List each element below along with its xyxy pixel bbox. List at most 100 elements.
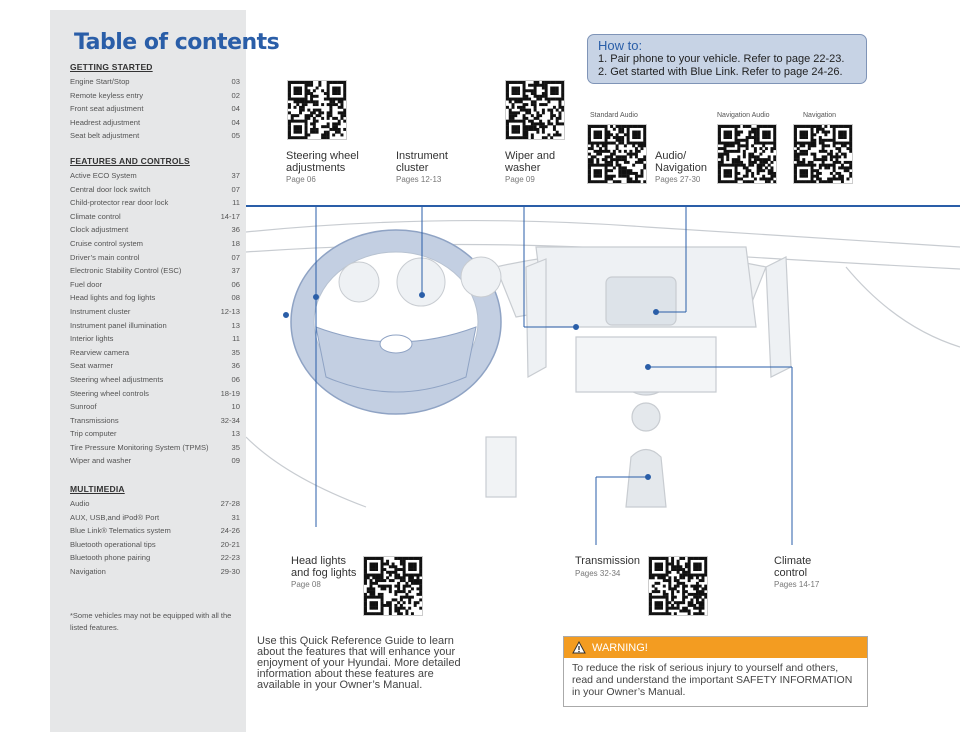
callout-page: Pages 14-17 bbox=[774, 580, 820, 589]
toc-item-page: 02 bbox=[231, 90, 240, 100]
toc-item-label: Headrest adjustment bbox=[70, 117, 141, 127]
toc-item-page: 13 bbox=[231, 429, 240, 439]
toc-item-page: 09 bbox=[231, 456, 240, 466]
toc-item-page: 18-19 bbox=[220, 388, 240, 398]
callout-page: Page 06 bbox=[286, 175, 316, 184]
standard-audio-qr-code[interactable] bbox=[587, 124, 647, 184]
toc-item[interactable]: Instrument panel illumination 13 bbox=[70, 319, 240, 333]
toc-item-label: Steering wheel controls bbox=[70, 388, 149, 398]
steering-wheel bbox=[290, 229, 502, 415]
toc-item-label: Transmissions bbox=[70, 415, 119, 425]
callout-transmission: Transmission Pages 32-34 bbox=[575, 555, 640, 578]
toc-item-label: Engine Start/Stop bbox=[70, 77, 130, 86]
toc-item[interactable]: Climate control 14-17 bbox=[70, 210, 240, 224]
toc-item-page: 37 bbox=[231, 171, 240, 180]
toc-item[interactable]: Steering wheel controls 18-19 bbox=[70, 387, 240, 401]
toc-section-heading: FEATURES AND CONTROLS bbox=[70, 156, 190, 166]
toc-item-label: Climate control bbox=[70, 211, 121, 221]
toc-item-label: Remote keyless entry bbox=[70, 90, 144, 100]
toc-item-label: Front seat adjustment bbox=[70, 104, 144, 114]
toc-item-page: 22-23 bbox=[220, 553, 240, 563]
how-to-step-1: 1. Pair phone to your vehicle. Refer to … bbox=[598, 53, 845, 65]
callout-page: Page 08 bbox=[291, 580, 321, 589]
transmission-qr-code[interactable] bbox=[648, 556, 708, 616]
toc-item-label: Rearview camera bbox=[70, 347, 130, 357]
toc-item-page: 13 bbox=[231, 320, 240, 330]
callout-page: Pages 32-34 bbox=[575, 568, 621, 578]
toc-item[interactable]: AUX, USB,and iPod® Port 31 bbox=[70, 511, 240, 525]
callout-audio-navigation: Audio/ Navigation Pages 27-30 bbox=[655, 150, 707, 184]
wiper-qr-code[interactable] bbox=[505, 80, 565, 140]
toc-item[interactable]: Remote keyless entry 02 bbox=[70, 89, 240, 103]
navigation-qr-code[interactable] bbox=[793, 124, 853, 184]
toc-item-page: 20-21 bbox=[220, 539, 240, 549]
steering-qr-code[interactable] bbox=[287, 80, 347, 140]
toc-item-page: 04 bbox=[231, 104, 240, 114]
callout-instrument-cluster: Instrument cluster Pages 12-13 bbox=[396, 150, 448, 184]
toc-item[interactable]: Electronic Stability Control (ESC)37 bbox=[70, 264, 240, 278]
callout-climate-control: Climate control Pages 14-17 bbox=[774, 555, 820, 589]
toc-item-page: 35 bbox=[231, 442, 240, 452]
callout-page: Pages 27-30 bbox=[655, 175, 701, 184]
toc-item-page: 32-34 bbox=[220, 415, 240, 425]
callout-head-lights: Head lights and fog lights Page 08 bbox=[291, 555, 357, 589]
toc-item-page: 11 bbox=[232, 198, 240, 208]
callout-title: Wiper and washer bbox=[505, 150, 556, 174]
callout-page: Page 09 bbox=[505, 175, 535, 184]
warning-title: WARNING! bbox=[592, 641, 648, 654]
toc-item-label: Tire Pressure Monitoring System (TPMS) bbox=[70, 442, 209, 452]
toc-item-label: Audio bbox=[70, 499, 90, 508]
callout-title: Climate control bbox=[774, 555, 812, 579]
toc-item-label: Instrument panel illumination bbox=[70, 320, 167, 330]
toc-item[interactable]: Child-protector rear door lock 11 bbox=[70, 196, 240, 210]
toc-item-label: AUX, USB,and iPod® Port bbox=[70, 512, 160, 522]
callout-title: Head lights and fog lights bbox=[291, 555, 357, 579]
headlights-qr-code[interactable] bbox=[363, 556, 423, 616]
toc-item[interactable]: Transmissions 32-34 bbox=[70, 414, 240, 428]
warning-triangle-icon bbox=[572, 641, 586, 654]
toc-item-page: 14-17 bbox=[220, 211, 240, 221]
toc-item-page: 07 bbox=[231, 184, 240, 194]
table-of-contents-sidebar: Table of contents GETTING STARTED Engine… bbox=[50, 10, 280, 732]
toc-item-label: Head lights and fog lights bbox=[70, 293, 156, 303]
toc-item[interactable]: Front seat adjustment 04 bbox=[70, 102, 240, 116]
toc-item-label: Child-protector rear door lock bbox=[70, 198, 169, 208]
toc-item-label: Seat belt adjustment bbox=[70, 131, 140, 141]
toc-item-page: 31 bbox=[231, 512, 240, 522]
toc-item-label: Wiper and washer bbox=[70, 456, 132, 466]
navigation-label: Navigation bbox=[803, 112, 837, 119]
standard-audio-label: Standard Audio bbox=[590, 112, 638, 119]
toc-item[interactable]: Tire Pressure Monitoring System (TPMS) 35 bbox=[70, 441, 240, 455]
toc-item-label: Cruise control system bbox=[70, 238, 144, 248]
section-divider bbox=[246, 205, 960, 207]
toc-item[interactable]: Wiper and washer 09 bbox=[70, 454, 240, 468]
navigation-audio-qr-code[interactable] bbox=[717, 124, 777, 184]
toc-item-page: 10 bbox=[231, 402, 240, 412]
callout-title: Audio/ Navigation bbox=[655, 150, 707, 174]
callout-page: Pages 12-13 bbox=[396, 175, 442, 184]
